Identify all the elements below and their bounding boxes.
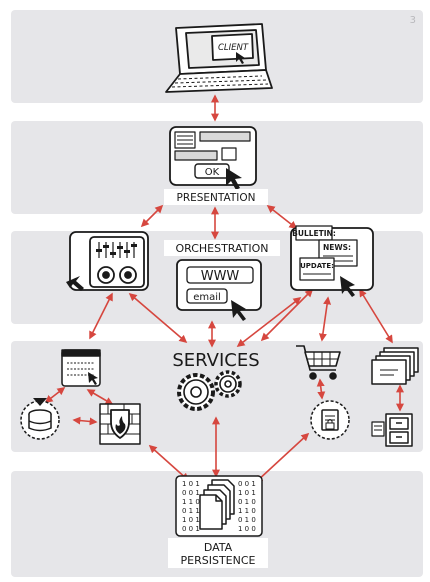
binary-right-3: 1 1 0	[238, 507, 256, 515]
page-number: 3	[409, 15, 416, 26]
cursor-icon	[226, 168, 242, 190]
data-label-line2: PERSISTENCE	[181, 554, 256, 567]
connector-presentation-orch-left	[140, 204, 164, 228]
connector-db-firewall	[72, 416, 98, 426]
data-files-icon: 1 0 1 0 0 1 1 1 0 0 1 1 1 0 1 0 0 1 0 0 …	[175, 475, 263, 537]
connector-orch-right-mail	[359, 288, 393, 344]
connector-orch-center-form	[260, 288, 314, 342]
data-label-line1: DATA	[204, 541, 233, 554]
connector-cart-gear	[316, 378, 326, 400]
connectors	[44, 94, 404, 484]
connector-firewall-data	[148, 444, 190, 482]
cursor-icon	[236, 52, 245, 64]
binary-right-4: 0 1 0	[238, 516, 256, 524]
binary-left-5: 0 0 1	[182, 525, 200, 533]
lock-icon	[325, 419, 335, 430]
binary-right-2: 0 1 0	[238, 498, 256, 506]
shopping-cart-icon	[296, 345, 341, 380]
news-label: NEWS:	[323, 243, 351, 252]
mixer-icon	[66, 231, 149, 291]
cursor-icon	[66, 276, 84, 291]
connector-form-db	[44, 387, 66, 403]
client-label: CLIENT	[218, 43, 249, 53]
connector-presentation-orch-right	[266, 205, 298, 229]
connector-orch-left-form	[89, 292, 113, 340]
binary-left-4: 1 0 1	[182, 516, 200, 524]
ok-button-label: OK	[205, 167, 220, 178]
connector-orch-right-cart	[318, 296, 332, 342]
binary-right-0: 0 0 1	[238, 480, 256, 488]
email-label: email	[193, 292, 221, 303]
binary-left-0: 1 0 1	[182, 480, 200, 488]
cursor-icon	[88, 372, 98, 385]
connector-gear-data	[254, 432, 310, 484]
cursor-icon	[340, 276, 355, 297]
services-label: SERVICES	[172, 350, 259, 371]
flame-icon	[115, 416, 126, 434]
update-label: UPDATE:	[300, 262, 334, 270]
binary-left-1: 0 0 1	[182, 489, 200, 497]
binary-right-1: 1 0 1	[238, 489, 256, 497]
www-label: WWW	[201, 269, 240, 284]
mail-stack-icon	[371, 347, 419, 385]
orchestration-label: ORCHESTRATION	[175, 242, 268, 255]
binary-left-3: 0 1 1	[182, 507, 200, 515]
browser-icon: WWW email	[176, 259, 262, 321]
connector-orch-left-gears	[128, 292, 188, 344]
database-gear-icon	[20, 398, 60, 440]
connector-form-firewall	[86, 389, 114, 405]
bulletin-label: BULLETIN:	[292, 229, 336, 238]
firewall-icon	[99, 403, 141, 445]
cursor-icon	[231, 300, 246, 321]
bulletin-icon: BULLETIN: NEWS: UPDATE:	[290, 225, 374, 297]
binary-left-2: 1 1 0	[182, 498, 200, 506]
gears-icon	[177, 370, 242, 411]
binary-right-5: 1 0 0	[238, 525, 256, 533]
form-window-icon	[61, 349, 101, 387]
filing-cabinet-icon	[371, 413, 413, 447]
laptop-icon: CLIENT	[165, 23, 273, 93]
presentation-window-icon: OK	[169, 126, 257, 190]
document-gear-icon	[310, 400, 350, 440]
presentation-label: PRESENTATION	[176, 192, 255, 204]
